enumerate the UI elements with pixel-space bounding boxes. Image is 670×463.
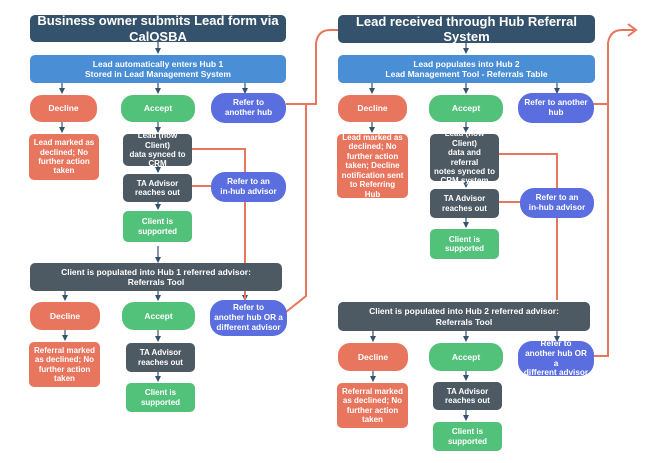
left-ta-advisor-2: TA Advisor reaches out: [126, 343, 195, 372]
left-accept: Accept: [121, 95, 195, 122]
left-supported-2: Client is supported: [126, 383, 195, 412]
right-populate: Client is populated into Hub 2 referred …: [338, 302, 590, 331]
refer-connectors: [191, 23, 638, 357]
right-refer-other: Refer to another hub OR a different advi…: [518, 339, 594, 377]
right-crm-sync: Lead (now Client) data and referral note…: [430, 129, 499, 185]
right-refer-hub: Refer to another hub: [518, 93, 594, 123]
left-title: Business owner submits Lead form via Cal…: [30, 13, 286, 44]
left-accept-2: Accept: [122, 302, 195, 330]
left-ta-advisor: TA Advisor reaches out: [123, 174, 192, 202]
right-refer-inhub: Refer to an in-hub advisor: [520, 188, 594, 218]
left-supported: Client is supported: [123, 211, 192, 242]
right-decline: Decline: [338, 95, 407, 122]
right-title: Lead received through Hub Referral Syste…: [338, 14, 595, 44]
right-ta-advisor: TA Advisor reaches out: [430, 189, 499, 218]
left-hub-step: Lead automatically enters Hub 1 Stored i…: [30, 55, 286, 83]
right-referral-declined: Referral marked as declined; No further …: [337, 383, 408, 428]
right-supported-2: Client is supported: [433, 422, 502, 451]
right-ta-advisor-2: TA Advisor reaches out: [433, 382, 502, 410]
right-accept-2: Accept: [429, 343, 503, 371]
left-refer-hub: Refer to another hub: [211, 93, 286, 123]
left-populate: Client is populated into Hub 1 referred …: [30, 263, 282, 291]
right-flow-arrows: [369, 43, 560, 421]
left-crm-sync: Lead (now Client) data synced to CRM: [123, 131, 192, 168]
left-decline: Decline: [30, 95, 97, 122]
right-hub-step: Lead populates into Hub 2 Lead Managemen…: [338, 55, 595, 83]
left-declined-note: Lead marked as declined; No further acti…: [29, 134, 99, 180]
right-accept: Accept: [429, 95, 503, 122]
right-declined-note: Lead marked as declined; No further acti…: [337, 133, 408, 199]
left-referral-declined: Referral marked as declined; No further …: [29, 342, 100, 387]
left-refer-inhub: Refer to an in-hub advisor: [211, 172, 286, 202]
right-decline-2: Decline: [338, 343, 408, 371]
left-refer-other: Refer to another hub OR a different advi…: [210, 300, 287, 336]
left-decline-2: Decline: [30, 302, 100, 330]
right-supported: Client is supported: [430, 229, 499, 259]
